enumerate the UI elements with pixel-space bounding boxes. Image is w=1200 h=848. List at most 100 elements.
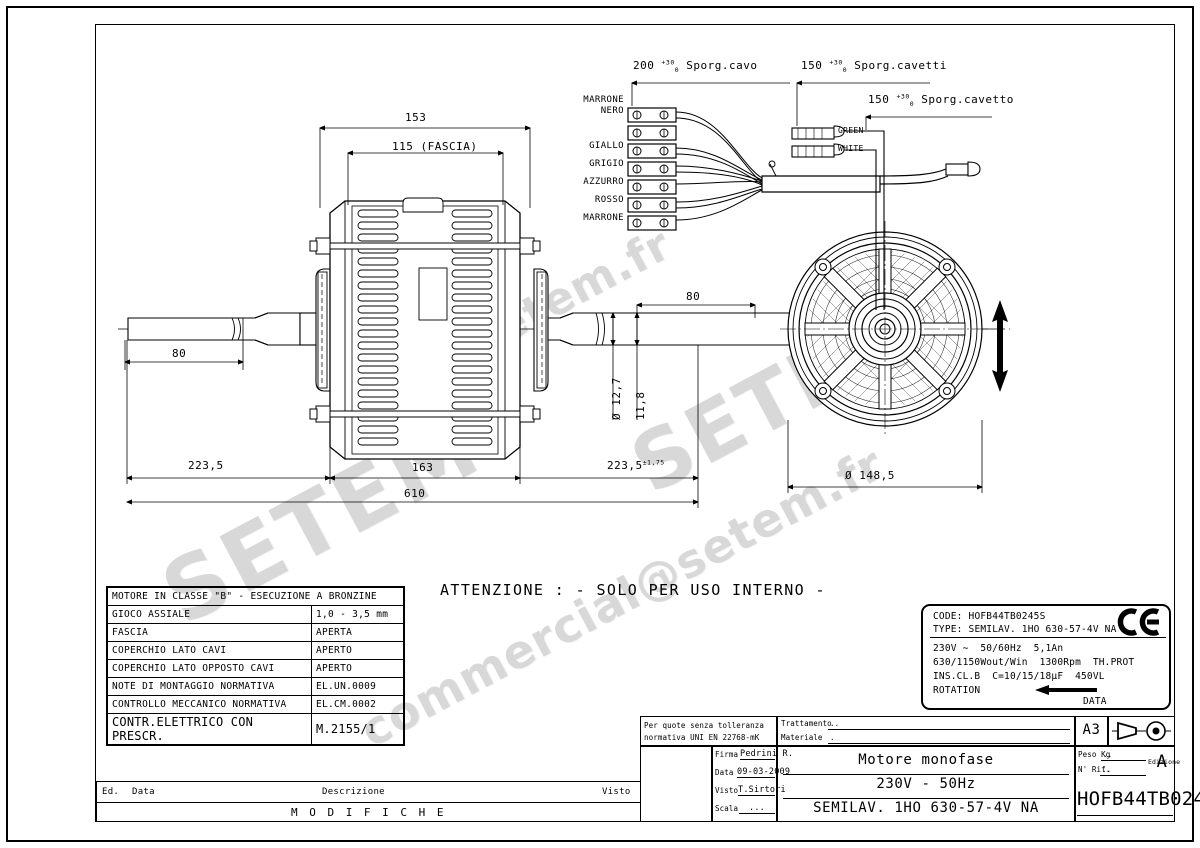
sheet-format: A3 [1082,722,1101,738]
right-end-bell [533,268,549,392]
spec-value: EL.CM.0002 [311,695,404,714]
col-header-visto: Visto [602,787,631,797]
dim-shaft-right-80: 80 [686,290,701,303]
spec-row: CONTROLLO MECCANICO NORMATIVA EL.CM.0002 [107,695,404,714]
visto-label: Visto [715,786,739,795]
left-end-bell [315,268,331,392]
modifications-block: Ed. Data Descrizione Visto M O D I F I C… [96,781,641,822]
col-header-ed: Ed. [102,787,120,797]
airflow-arrow [992,300,1008,392]
treatment-material-cell [777,716,1075,746]
drawing-number-cell [1075,746,1175,822]
dim-153: 153 [405,111,427,124]
spec-key: CONTR.ELETTRICO CON PRESCR. [107,713,312,745]
wire-label-marrone-1: MARRONE [583,95,624,105]
spec-key: CONTROLLO MECCANICO NORMATIVA [107,695,312,714]
data-value[interactable]: 09-03-2009 [737,767,791,778]
scala-label: Scala [715,804,739,813]
spec-row: FASCIA APERTA [107,623,404,642]
treatment-value[interactable]: .. [830,719,840,728]
firma-label: Firma [715,750,739,759]
visto-value[interactable]: T.Sirtori [738,785,786,796]
title-block: Per quote senza tolleranza normativa UNI… [640,716,1200,822]
edition-value: A [1156,752,1168,772]
drawing-title-cell [777,746,1075,822]
material-value[interactable]: . [830,733,835,742]
material-rule [828,743,1070,744]
nameplate-electrical-line3: INS.CL.B C=10/15/18µF 450VL [933,671,1105,682]
edition-label: Edizione [1148,758,1181,766]
title-rule-1 [783,774,1069,775]
wire-label-nero: NERO [600,106,624,116]
nameplate-rotation-label: ROTATION [933,685,981,696]
signature-cell [712,746,777,822]
callout-sporg-cavetti: 150 +300 Sporg.cavetti [801,58,947,75]
first-angle-projection-icon [1112,721,1171,741]
col-header-data: Data [132,787,155,797]
format-cell [1075,716,1108,746]
brand-cell [640,746,712,822]
treatment-label: Trattamento [781,719,832,728]
left-shaft [127,312,301,346]
spec-value: M.2155/1 [311,713,404,745]
wire-label-giallo: GIALLO [589,141,624,151]
drawing-number-rule [1077,815,1173,816]
main-cable [761,160,981,193]
dim-center-span: 163 [412,461,434,474]
scala-value[interactable]: ... [739,803,775,814]
fan-assembly [780,221,990,437]
title-rule-2 [783,798,1069,799]
nameplate-code-line: CODE: HOFB44TB0245S [933,611,1046,622]
dim-left-span: 223,5 [188,459,224,472]
dim-shaft-left-80: 80 [172,347,187,360]
tolerance-note-line1: Per quote senza tolleranza [644,721,764,730]
spec-key: COPERCHIO LATO OPPOSTO CAVI [107,659,312,678]
wire-label-azzurro: AZZURRO [583,177,624,187]
tolerance-note-cell [640,716,777,746]
spec-table-title: MOTORE IN CLASSE "B" - ESECUZIONE A BRON… [107,587,404,606]
weight-label: Peso Kg [1078,750,1111,759]
terminal-block [627,107,677,231]
dim-shaft-dia: Ø 12,7 [610,377,623,420]
nameplate-type-line: TYPE: SEMILAV. 1HO 630-57-4V NA [933,624,1117,635]
wire-label-grigio: GRIGIO [589,159,624,169]
dim-shaft-dia2: 11,8 [634,391,647,421]
spec-key: FASCIA [107,623,312,642]
dim-total-length: 610 [404,487,426,500]
spec-row: GIOCO ASSIALE 1,0 - 3,5 mm [107,605,404,624]
rotation-arrow-icon [1035,685,1097,695]
connector-tabs [791,125,885,310]
spec-key: GIOCO ASSIALE [107,605,312,624]
dim-fan-diameter: Ø 148,5 [845,469,895,482]
callout-sporg-cavetto: 150 +300 Sporg.cavetto [868,92,1014,109]
firma-value[interactable]: Pedrini R. [740,749,794,760]
ref-value[interactable]: .. [1102,765,1112,774]
motor-nameplate: CODE: HOFB44TB0245S TYPE: SEMILAV. 1HO 6… [921,604,1171,710]
callout-sporg-cavo: 200 +300 Sporg.cavo [633,58,758,75]
treatment-rule [828,729,1070,730]
drawing-title-line1: Motore monofase [858,752,994,768]
wire-label-marrone-2: MARRONE [583,213,624,223]
dimension-lines [125,83,992,508]
spec-row: COPERCHIO LATO OPPOSTO CAVI APERTO [107,659,404,678]
spec-table-title-row: MOTORE IN CLASSE "B" - ESECUZIONE A BRON… [107,587,404,606]
dim-right-span: 223,5±1,75 [607,458,665,472]
nameplate-electrical-line1: 230V ∼ 50/60Hz 5,1An [933,643,1064,654]
spec-key: COPERCHIO LATO CAVI [107,641,312,660]
sheet-border-outer [6,6,1194,842]
drawing-title-line2: 230V - 50Hz [876,776,976,792]
nameplate-divider [930,637,1166,638]
drawing-number: HOFB44TB0245S [1077,788,1200,810]
projection-symbol-cell [1108,716,1175,746]
dim-115-fascia: 115 (FASCIA) [392,140,478,153]
nameplate-data-label: DATA [1083,696,1107,707]
spec-row: NOTE DI MONTAGGIO NORMATIVA EL.UN.0009 [107,677,404,696]
weight-value[interactable]: .. [1103,750,1113,759]
ventilation-slots [357,209,493,446]
material-label: Materiale [781,733,823,742]
nameplate-electrical-line2: 630/1150Wout/Win 1300Rpm TH.PROT [933,657,1135,668]
spec-value: APERTO [311,659,404,678]
wire-label-green: GREEN [838,126,864,135]
